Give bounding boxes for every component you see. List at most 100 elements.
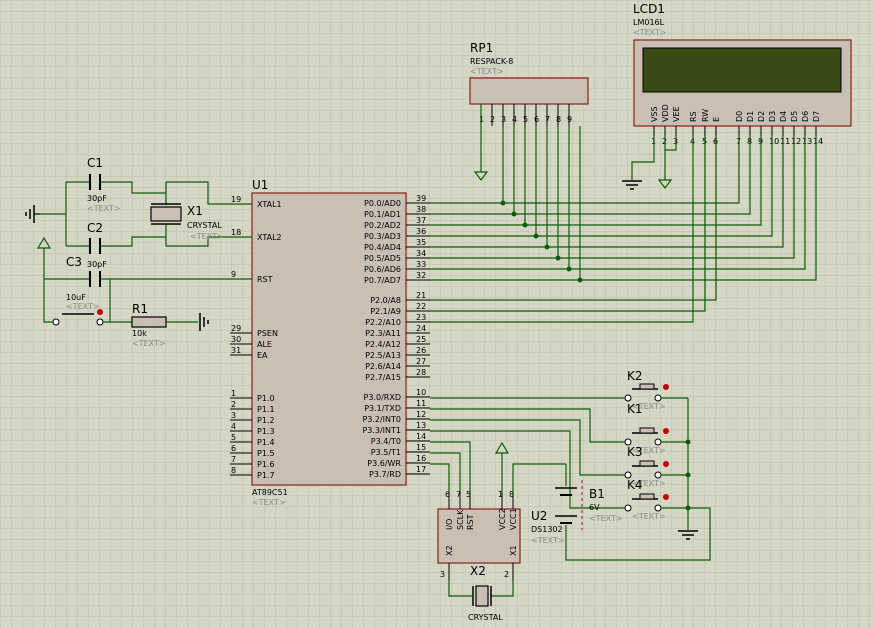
u1-pin-name: EA	[257, 351, 268, 360]
u1-pin-name: P3.1/TXD	[364, 404, 401, 413]
lcd-pin-name: VEE	[672, 106, 681, 122]
u1-pin-name: P1.1	[257, 405, 275, 414]
b1-value: 6V	[589, 503, 600, 512]
rp1-pin-number: 8	[556, 115, 561, 124]
key-wire	[430, 419, 625, 476]
clock-circuit: C1 30pF <TEXT> C2 30pF X1 CRYSTAL <TEXT>	[25, 156, 252, 269]
u2-pin-number: 7	[456, 490, 461, 499]
u1-pin-name: P1.3	[257, 427, 275, 436]
u1-pin-name: PSEN	[257, 329, 278, 338]
reset-circuit: C3 10uF <TEXT> R1 10k <TEXT>	[36, 236, 252, 348]
u1-pin-number: 30	[231, 335, 241, 344]
bus-wire	[430, 441, 471, 492]
bus-wire	[430, 136, 751, 215]
u2-text: <TEXT>	[531, 536, 565, 545]
u1-pin-number: 15	[416, 443, 426, 452]
u1-ref: U1	[252, 178, 268, 192]
u1-pin-name: P3.2/INT0	[362, 415, 401, 424]
u2-rtc[interactable]: U2 DS1302 <TEXT> 6I/O7SCLK5RST1VCC28VCC1…	[437, 441, 566, 580]
u1-pin-name: P2.6/A14	[365, 362, 401, 371]
u1-pin-number: 14	[416, 432, 426, 441]
lcd1-value: LM016L	[633, 18, 665, 27]
junction-dot	[577, 277, 583, 283]
u1-pin-number: 12	[416, 410, 426, 419]
u1-pin-number: 1	[231, 389, 236, 398]
u2-pin-number: 2	[504, 570, 509, 579]
u1-pin-name: P2.7/A15	[365, 373, 401, 382]
u1-pin-number: 5	[231, 433, 236, 442]
c1-text: <TEXT>	[87, 204, 121, 213]
key-ref: K1	[627, 402, 643, 416]
u1-pin-number: 39	[416, 194, 426, 203]
u1-microcontroller[interactable]: U1 AT89C51 <TEXT> 19XTAL118XTAL29RST29PS…	[230, 178, 430, 507]
u2-value: DS1302	[531, 525, 563, 534]
u1-pin-number: 32	[416, 271, 426, 280]
bus-wire	[430, 136, 740, 204]
key-switch[interactable]: K1<TEXT>	[624, 402, 688, 455]
u1-pin-number: 21	[416, 291, 426, 300]
key-switch[interactable]: K3<TEXT>	[624, 445, 688, 488]
u2-pin-name: I/O	[445, 519, 454, 530]
key-text: <TEXT>	[632, 402, 666, 411]
lcd-pin-name: RS	[689, 111, 698, 122]
u2-pin-name: X2	[445, 545, 454, 556]
u1-pin-number: 35	[416, 238, 426, 247]
key-ref: K4	[627, 478, 643, 492]
u1-body[interactable]	[251, 192, 407, 486]
b1-text: <TEXT>	[589, 514, 623, 523]
u1-pin-number: 25	[416, 335, 426, 344]
u1-pin-number: 17	[416, 465, 426, 474]
u1-pin-name: P0.0/AD0	[364, 199, 401, 208]
key-switch[interactable]: K2<TEXT>	[624, 369, 688, 411]
u1-pin-number: 19	[231, 195, 241, 204]
key-text: <TEXT>	[632, 512, 666, 521]
junction-dot	[566, 266, 572, 272]
bus-wire	[430, 136, 795, 259]
key-switch[interactable]: K4 <TEXT>	[624, 478, 688, 521]
lcd1-display[interactable]: LCD1 LM016L <TEXT> VSS1VDD2VEE3RS4RW5E6D…	[622, 2, 852, 190]
rp1-pin-number: 6	[534, 115, 539, 124]
bus-wire	[430, 136, 694, 323]
u1-pin-number: 2	[231, 400, 236, 409]
u1-pin-name: P1.7	[257, 471, 275, 480]
u1-left-pins: 19XTAL118XTAL29RST29PSEN30ALE31EA1P1.02P…	[230, 195, 282, 480]
lcd-pin-name: D2	[757, 111, 766, 122]
lcd-pin-name: D4	[779, 111, 788, 122]
c1-ref: C1	[87, 156, 103, 170]
data-bus-wires	[430, 126, 817, 492]
u1-pin-name: P1.0	[257, 394, 275, 403]
u2-pin-number: 8	[509, 490, 514, 499]
u1-pin-name: P2.0/A8	[370, 296, 401, 305]
key-text: <TEXT>	[632, 446, 666, 455]
rp1-value: RESPACK-8	[470, 57, 513, 66]
lcd-pin-name: D7	[812, 111, 821, 122]
junction-dot	[544, 244, 550, 250]
u1-pin-number: 13	[416, 421, 426, 430]
rp1-pin-number: 7	[545, 115, 550, 124]
b1-ref: B1	[589, 487, 605, 501]
junction-dot	[555, 255, 561, 261]
c2-value: 30pF	[87, 260, 107, 269]
rp1-text: <TEXT>	[470, 67, 504, 76]
lcd-pin-name: D0	[735, 111, 744, 122]
x2-value: CRYSTAL	[468, 613, 503, 622]
x2-ref: X2	[470, 564, 486, 578]
x1-value: CRYSTAL	[187, 221, 222, 230]
u1-pin-name: P3.6/WR	[367, 459, 401, 468]
x1-ref: X1	[187, 204, 203, 218]
bus-wire	[430, 136, 717, 301]
u1-pin-name: P2.3/A11	[365, 329, 401, 338]
lcd-pin-name: D5	[790, 111, 799, 122]
lcd-pin-name: D1	[746, 111, 755, 122]
u2-pin-name: RST	[466, 514, 475, 530]
lcd-pin-number: 14	[813, 137, 823, 146]
r1-value: 10k	[132, 329, 147, 338]
bus-wire	[430, 136, 762, 226]
x2-crystal: X2 CRYSTAL	[448, 564, 514, 622]
u1-pin-number: 4	[231, 422, 236, 431]
u1-pin-name: P3.0/RXD	[364, 393, 401, 402]
bus-wire	[430, 136, 806, 270]
u1-pin-number: 27	[416, 357, 426, 366]
